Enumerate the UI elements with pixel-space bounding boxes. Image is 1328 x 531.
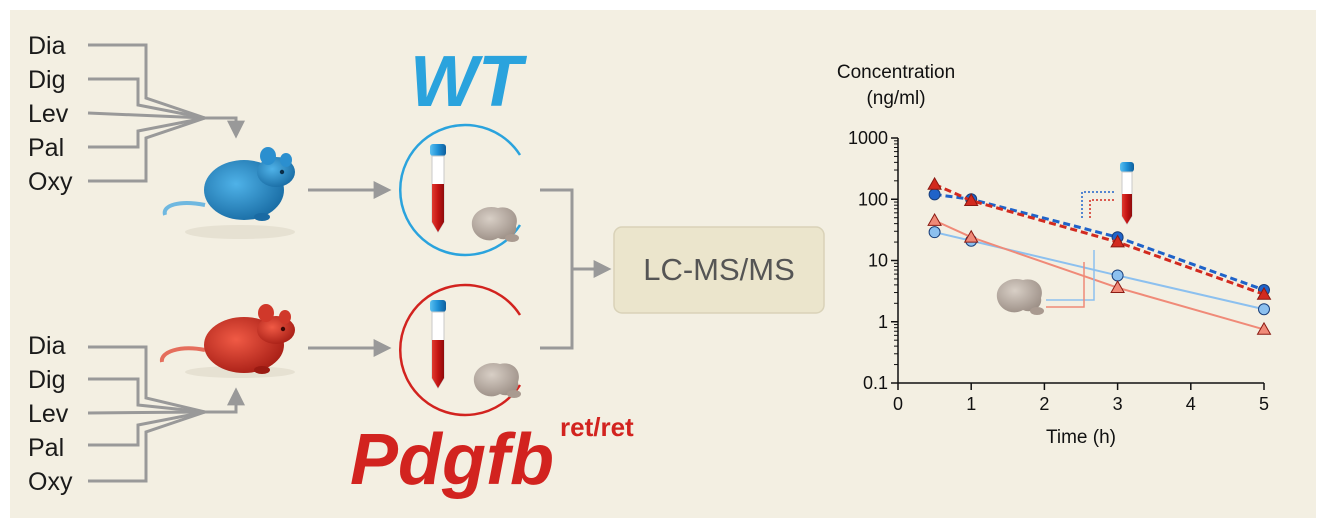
drug-label: Oxy	[28, 468, 73, 496]
x-tick-label: 0	[893, 394, 903, 414]
data-point	[963, 229, 979, 243]
data-point	[1110, 280, 1125, 294]
data-point	[963, 193, 979, 206]
y-tick-label: 0.1	[863, 373, 888, 393]
data-point	[1110, 234, 1125, 248]
y-tick-label: 10	[868, 251, 888, 271]
series-line	[933, 182, 1265, 296]
drug-merge-lines-top	[87, 43, 245, 183]
series-line	[934, 192, 1265, 292]
drug-label: Pal	[28, 134, 64, 162]
series-line	[934, 231, 1265, 311]
blood-tube-icon	[430, 300, 446, 389]
data-point	[928, 188, 941, 201]
data-point	[928, 226, 941, 239]
data-point	[927, 176, 942, 190]
data-point	[1256, 321, 1272, 335]
x-tick-label: 3	[1113, 394, 1123, 414]
brain-callout	[1046, 250, 1095, 308]
data-point	[1258, 303, 1270, 316]
wt-label: WT	[410, 42, 528, 122]
lcms-label: LC-MS/MS	[643, 252, 795, 287]
mutant-sample-circle	[398, 283, 522, 417]
mutant-superscript: ret/ret	[560, 412, 634, 442]
wt-mouse-icon	[162, 147, 295, 239]
drug-label: Pal	[28, 434, 64, 462]
x-tick-label: 2	[1039, 394, 1049, 414]
wt-sample-circle	[398, 123, 522, 257]
brain-icon	[473, 362, 521, 398]
y-tick-label: 100	[858, 189, 888, 209]
brain-icon	[996, 278, 1044, 315]
merge-to-lcms-lines	[540, 188, 612, 350]
y-axis-title-line2: (ng/ml)	[866, 88, 925, 109]
chart-series	[927, 176, 1272, 335]
drug-merge-lines-bottom	[87, 345, 245, 483]
y-tick-label: 1000	[848, 128, 888, 148]
drug-label: Dia	[28, 32, 66, 60]
x-axis-title: Time (h)	[1046, 427, 1116, 448]
drug-list-bottom: Dia Dig Lev Pal Oxy	[28, 332, 73, 496]
data-point	[1111, 269, 1124, 282]
data-point	[1256, 286, 1272, 300]
x-tick-label: 5	[1259, 394, 1269, 414]
pk-chart: Concentration (ng/ml) Time (h) 0.1110100…	[837, 62, 1272, 448]
mutant-gene-name: Pdgfb	[350, 420, 554, 500]
mutant-label: Pdgfb ret/ret	[350, 412, 634, 500]
drug-label: Lev	[28, 400, 69, 428]
drug-list-top: Dia Dig Lev Pal Oxy	[28, 32, 73, 196]
blood-tube-icon	[430, 144, 446, 233]
series-line	[934, 219, 1265, 331]
x-tick-label: 4	[1186, 394, 1196, 414]
brain-icon	[471, 206, 519, 242]
drug-label: Oxy	[28, 168, 73, 196]
lcms-box: LC-MS/MS	[613, 226, 825, 314]
chart-axes: 0.1 1 10 100 1000 0 1 2 3 4 5	[848, 128, 1269, 414]
drug-label: Dig	[28, 366, 66, 394]
drug-label: Dia	[28, 332, 66, 360]
mutant-mouse-icon	[159, 304, 295, 378]
drug-label: Dig	[28, 66, 66, 94]
drug-label: Lev	[28, 100, 69, 128]
y-axis-title-line1: Concentration	[837, 62, 955, 83]
plasma-callout	[1081, 191, 1116, 218]
x-tick-label: 1	[966, 394, 976, 414]
data-point	[927, 212, 942, 226]
y-tick-label: 1	[878, 312, 888, 332]
blood-tube-icon	[1120, 162, 1134, 225]
